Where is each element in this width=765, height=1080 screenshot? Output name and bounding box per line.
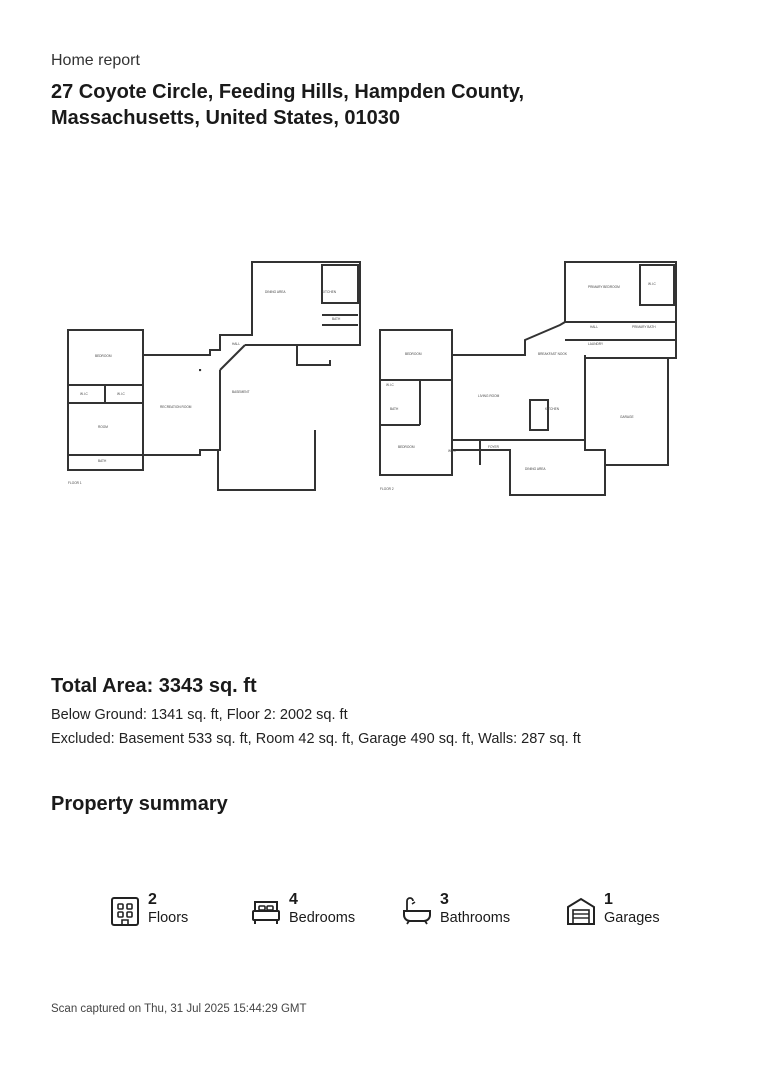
property-summary-title: Property summary (51, 793, 228, 815)
room-label-f1-bath: BATH (98, 459, 107, 463)
address: 27 Coyote Circle, Feeding Hills, Hampden… (51, 79, 731, 131)
floor-plan: FLOOR 1 FLOOR 2 BEDROOM W.I.C W.I.C ROOM… (67, 261, 677, 496)
bed-icon (252, 901, 280, 924)
report-label: Home report (51, 52, 140, 69)
total-area-title: Total Area: 3343 sq. ft (51, 675, 257, 697)
room-label-f1-room: ROOM (98, 425, 108, 429)
room-label-f2-foyer: FOYER (488, 445, 500, 449)
floor-1-plan (67, 261, 361, 491)
stat-bathrooms-label: Bathrooms (440, 910, 511, 926)
room-label-f2-bath: BATH (390, 407, 399, 411)
room-label-f1-kitchen: KITCHEN (322, 290, 337, 294)
stat-floors-label: Floors (148, 910, 189, 926)
room-label-f2-bedroom-2: BEDROOM (398, 445, 415, 449)
room-label-f2-living: LIVING ROOM (478, 394, 500, 398)
floor-2-label: FLOOR 2 (380, 487, 394, 491)
area-breakdown: Below Ground: 1341 sq. ft, Floor 2: 2002… (51, 707, 348, 723)
stat-bedrooms-value: 4 (289, 891, 298, 908)
room-label-f2-garage: GARAGE (620, 415, 634, 419)
area-excluded: Excluded: Basement 533 sq. ft, Room 42 s… (51, 731, 581, 747)
room-label-f2-dining: DINING AREA (525, 467, 546, 471)
room-label-f2-wic-2: W.I.C (386, 383, 394, 387)
room-label-f1-dining: DINING AREA (265, 290, 286, 294)
room-label-f2-hall: HALL (590, 325, 598, 329)
room-label-f2-kitchen: KITCHEN (545, 407, 560, 411)
address-line-1: 27 Coyote Circle, Feeding Hills, Hampden… (51, 81, 525, 103)
room-label-f2-wic-3: W.I.C (448, 449, 456, 453)
room-label-f1-bath-2: BATH (332, 317, 341, 321)
floor-2-plan (379, 261, 677, 496)
bathtub-icon (403, 897, 431, 925)
room-label-f2-wic: W.I.C (648, 282, 656, 286)
address-line-2: Massachusetts, United States, 01030 (51, 107, 401, 129)
stat-bedrooms-label: Bedrooms (289, 910, 356, 926)
room-label-f1-hall: HALL (232, 342, 240, 346)
stat-garages-label: Garages (604, 910, 660, 926)
room-label-f1-basement: BASEMENT (232, 390, 250, 394)
floors-icon (111, 897, 139, 926)
room-label-f2-primary-bath: PRIMARY BATH (632, 325, 656, 329)
floor-1-label: FLOOR 1 (68, 481, 82, 485)
room-label-f2-primary-bedroom: PRIMARY BEDROOM (588, 285, 620, 289)
room-label-f2-bedroom-1: BEDROOM (405, 352, 422, 356)
room-label-f1-bedroom: BEDROOM (95, 354, 112, 358)
room-label-f1-recreation: RECREATION ROOM (160, 405, 192, 409)
room-label-f1-wic-2: W.I.C (117, 392, 125, 396)
room-label-f2-laundry: LAUNDRY (588, 342, 604, 346)
garage-icon (567, 897, 595, 925)
room-label-f2-breakfast: BREAKFAST NOOK (538, 352, 568, 356)
stat-bathrooms-value: 3 (440, 891, 449, 908)
room-label-f1-wic-1: W.I.C (80, 392, 88, 396)
scan-timestamp: Scan captured on Thu, 31 Jul 2025 15:44:… (51, 1003, 307, 1015)
stat-floors-value: 2 (148, 891, 157, 908)
stat-garages-value: 1 (604, 891, 613, 908)
